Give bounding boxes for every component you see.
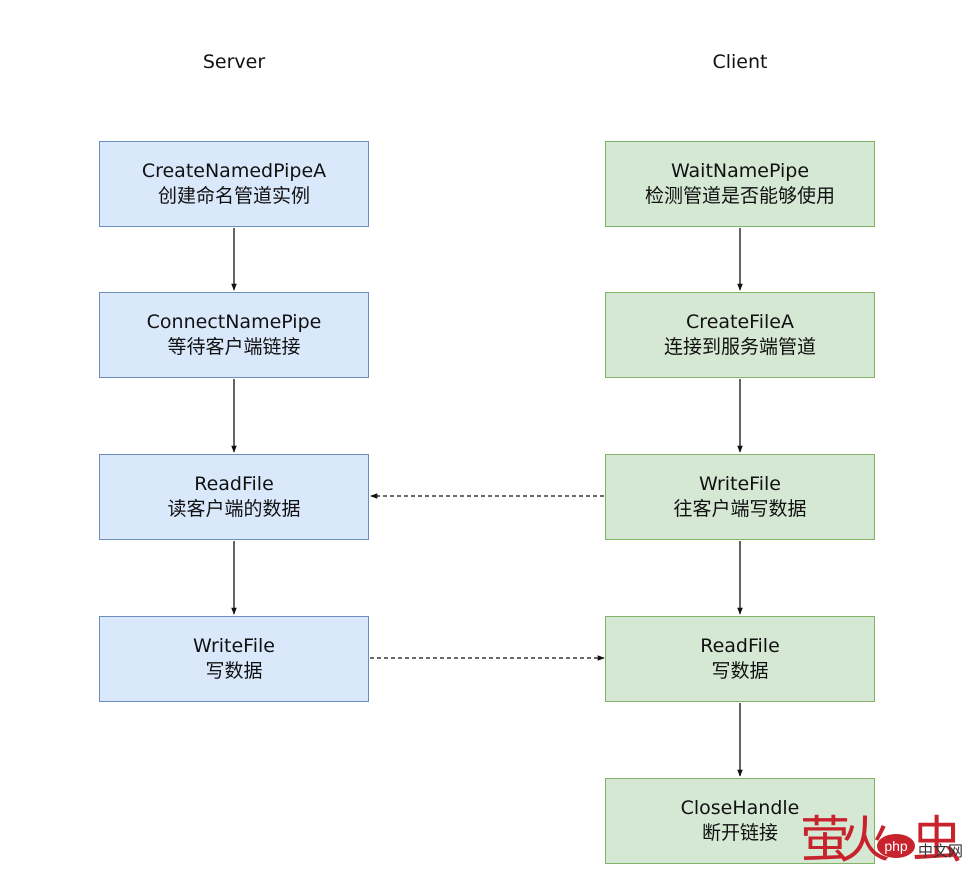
step-description: 检测管道是否能够使用 — [644, 185, 835, 207]
step-description: 读客户端的数据 — [167, 498, 301, 520]
step-api-name: WriteFile — [193, 635, 275, 657]
server-step-read-file: ReadFile 读客户端的数据 — [99, 454, 369, 540]
step-api-name: CreateFileA — [686, 311, 794, 333]
step-api-name: ReadFile — [194, 473, 274, 495]
client-column-title: Client — [712, 51, 768, 73]
step-description: 写数据 — [205, 660, 263, 682]
step-api-name: CloseHandle — [680, 797, 800, 819]
step-api-name: ConnectNamePipe — [146, 311, 322, 333]
server-step-create-named-pipe: CreateNamedPipeA 创建命名管道实例 — [99, 141, 369, 227]
client-step-create-file: CreateFileA 连接到服务端管道 — [605, 292, 875, 378]
step-api-name: WaitNamePipe — [670, 160, 810, 182]
step-description: 往客户端写数据 — [673, 498, 807, 520]
step-api-name: WriteFile — [699, 473, 781, 495]
server-step-connect-name-pipe: ConnectNamePipe 等待客户端链接 — [99, 292, 369, 378]
watermark-php-badge: php — [877, 834, 915, 858]
step-api-name: ReadFile — [700, 635, 780, 657]
server-column-title: Server — [202, 51, 266, 73]
step-description: 创建命名管道实例 — [157, 185, 310, 207]
client-step-wait-name-pipe: WaitNamePipe 检测管道是否能够使用 — [605, 141, 875, 227]
client-step-read-file: ReadFile 写数据 — [605, 616, 875, 702]
watermark-char-3: 虫 — [912, 811, 962, 869]
step-description: 断开链接 — [701, 822, 778, 844]
step-description: 连接到服务端管道 — [663, 336, 816, 358]
watermark-site-name: 中文网 — [918, 842, 964, 860]
step-api-name: CreateNamedPipeA — [141, 160, 327, 182]
client-step-write-file: WriteFile 往客户端写数据 — [605, 454, 875, 540]
step-description: 写数据 — [711, 660, 769, 682]
step-description: 等待客户端链接 — [167, 336, 301, 358]
server-step-write-file: WriteFile 写数据 — [99, 616, 369, 702]
client-step-close-handle: CloseHandle 断开链接 — [605, 778, 875, 864]
watermark-char-1: 萤 — [800, 811, 850, 869]
site-watermark-logo: 萤 火 php 虫 中文网 — [800, 810, 965, 876]
